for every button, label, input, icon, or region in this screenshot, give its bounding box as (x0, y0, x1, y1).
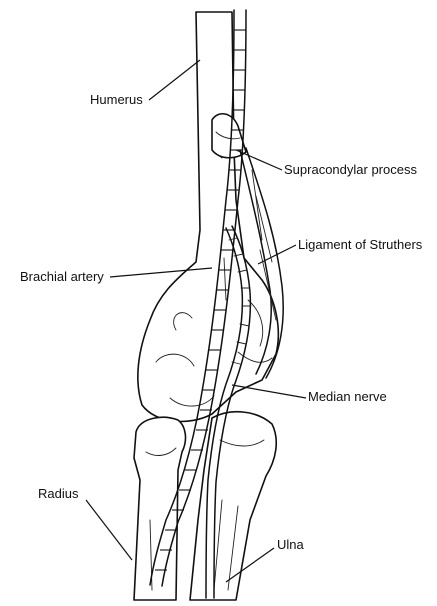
radius-bone (134, 417, 185, 600)
ulna-bone (190, 412, 276, 600)
label-ligament-of-struthers: Ligament of Struthers (258, 237, 423, 264)
label-radius-text: Radius (38, 486, 79, 501)
label-ulna-text: Ulna (277, 537, 305, 552)
label-brachial-artery-text: Brachial artery (20, 269, 104, 284)
label-median-nerve: Median nerve (232, 385, 387, 404)
label-supracondylar-process-text: Supracondylar process (284, 162, 417, 177)
label-ligament-of-struthers-text: Ligament of Struthers (298, 237, 423, 252)
label-median-nerve-text: Median nerve (308, 389, 387, 404)
label-humerus: Humerus (90, 60, 200, 107)
label-supracondylar-process: Supracondylar process (236, 150, 417, 177)
humerus-bone (138, 12, 278, 421)
label-humerus-text: Humerus (90, 92, 143, 107)
label-radius: Radius (38, 486, 132, 560)
